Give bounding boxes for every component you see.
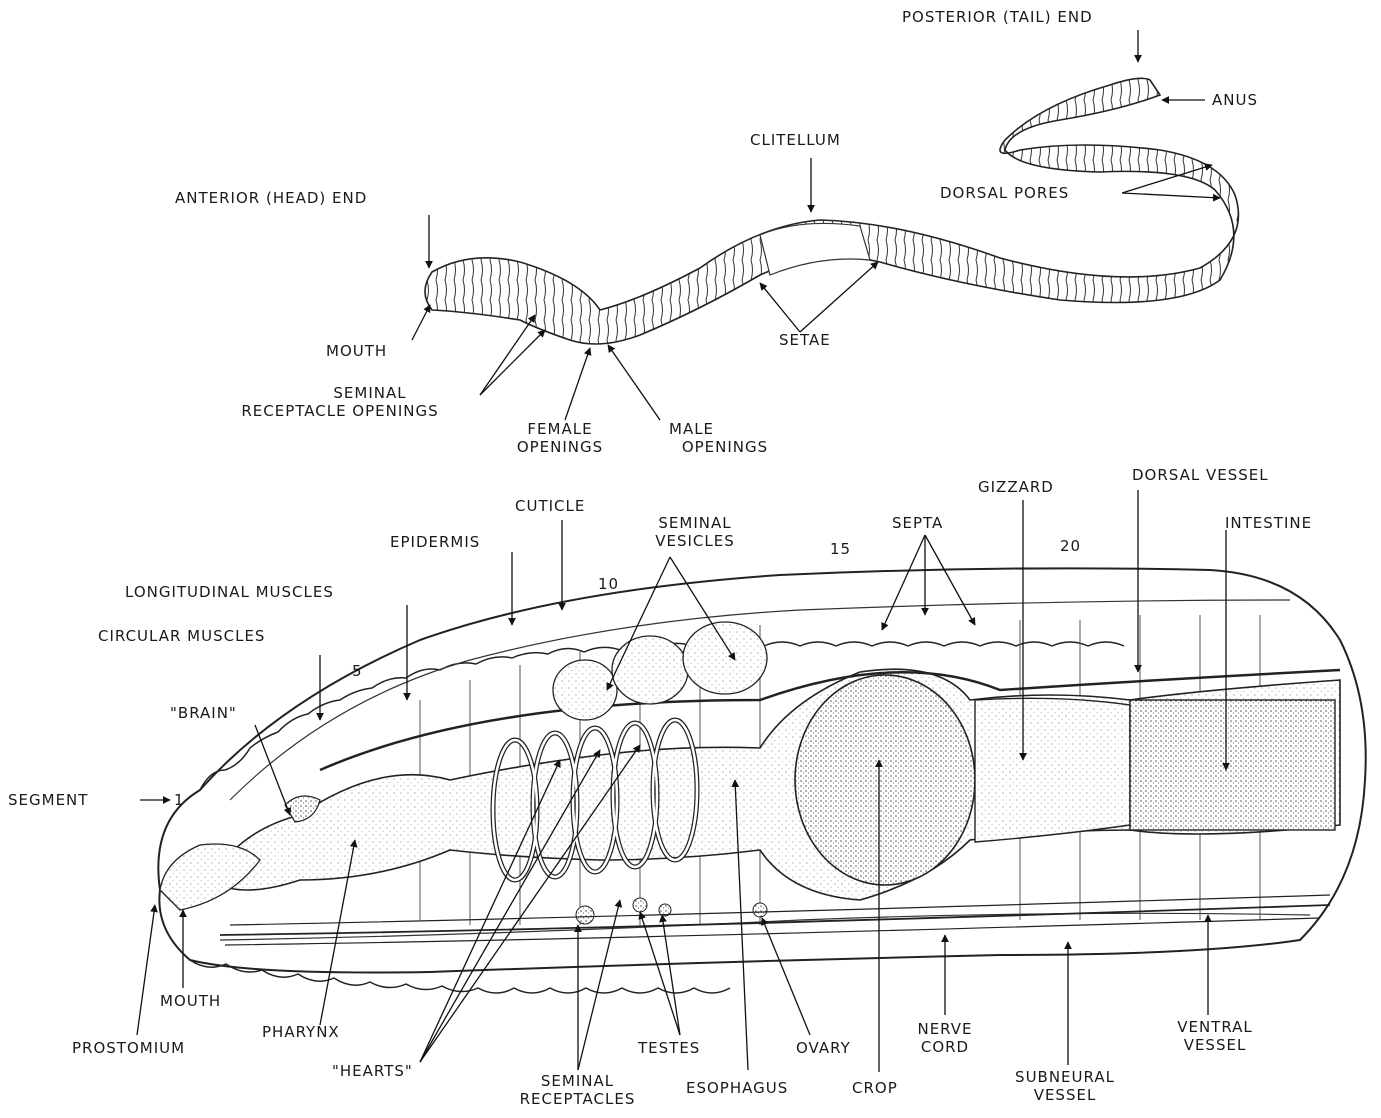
label-clitellum: CLITELLUM xyxy=(750,131,841,149)
gizzard xyxy=(975,698,1130,842)
ovary xyxy=(753,903,767,917)
label-line: MALE xyxy=(655,420,795,438)
seminal-receptacle xyxy=(576,906,594,924)
label-anus: ANUS xyxy=(1212,91,1258,109)
label-subneural-vessel: SUBNEURAL VESSEL xyxy=(990,1068,1140,1104)
label-line: SEMINAL xyxy=(495,1072,660,1090)
label-epidermis: EPIDERMIS xyxy=(390,533,480,551)
label-line: FEMALE xyxy=(505,420,615,438)
label-testes: TESTES xyxy=(638,1039,700,1057)
label-segment-15: 15 xyxy=(830,540,851,558)
label-brain: "BRAIN" xyxy=(170,704,237,722)
label-nerve-cord: NERVE CORD xyxy=(905,1020,985,1056)
label-line: RECEPTACLES xyxy=(495,1090,660,1108)
internal-worm xyxy=(158,568,1365,993)
label-line: VESICLES xyxy=(625,532,765,550)
label-hearts: "HEARTS" xyxy=(332,1062,413,1080)
intestine xyxy=(1130,700,1335,830)
label-segment-1: 1 xyxy=(174,791,185,809)
label-line: VESSEL xyxy=(1140,1036,1290,1054)
label-crop: CROP xyxy=(852,1079,898,1097)
label-line: SUBNEURAL xyxy=(990,1068,1140,1086)
label-anterior-end: ANTERIOR (HEAD) END xyxy=(175,189,367,207)
label-line: NERVE xyxy=(905,1020,985,1038)
label-cuticle: CUTICLE xyxy=(515,497,585,515)
seminal-vesicle xyxy=(683,622,767,694)
label-female-openings: FEMALE OPENINGS xyxy=(505,420,615,456)
label-line: CORD xyxy=(905,1038,985,1056)
label-septa: SEPTA xyxy=(892,514,943,532)
label-male-openings: MALE OPENINGS xyxy=(655,420,795,456)
label-mouth-external: MOUTH xyxy=(326,342,387,360)
testis xyxy=(633,898,647,912)
label-ovary: OVARY xyxy=(796,1039,851,1057)
label-seminal-vesicles: SEMINAL VESICLES xyxy=(625,514,765,550)
label-segment: SEGMENT xyxy=(8,791,88,809)
label-segment-5: 5 xyxy=(352,662,363,680)
label-gizzard: GIZZARD xyxy=(978,478,1054,496)
label-dorsal-vessel: DORSAL VESSEL xyxy=(1132,466,1269,484)
label-posterior-end: POSTERIOR (TAIL) END xyxy=(902,8,1093,26)
label-intestine: INTESTINE xyxy=(1225,514,1312,532)
label-seminal-receptacle-openings: SEMINAL RECEPTACLE OPENINGS xyxy=(200,384,480,420)
label-line: VESSEL xyxy=(990,1086,1140,1104)
label-segment-20: 20 xyxy=(1060,537,1081,555)
label-longitudinal-muscles: LONGITUDINAL MUSCLES xyxy=(125,583,334,601)
label-seminal-receptacles: SEMINAL RECEPTACLES xyxy=(495,1072,660,1108)
label-dorsal-pores: DORSAL PORES xyxy=(940,184,1069,202)
crop xyxy=(795,675,975,885)
label-setae: SETAE xyxy=(779,331,831,349)
label-circular-muscles: CIRCULAR MUSCLES xyxy=(98,627,265,645)
label-segment-10: 10 xyxy=(598,575,619,593)
label-line: OPENINGS xyxy=(655,438,795,456)
label-line: OPENINGS xyxy=(505,438,615,456)
label-line: RECEPTACLE OPENINGS xyxy=(200,402,480,420)
label-line: VENTRAL xyxy=(1140,1018,1290,1036)
label-mouth-internal: MOUTH xyxy=(160,992,221,1010)
label-prostomium: PROSTOMIUM xyxy=(72,1039,185,1057)
label-line: SEMINAL xyxy=(200,384,480,402)
clitellum-band xyxy=(760,223,870,275)
label-esophagus: ESOPHAGUS xyxy=(686,1079,788,1097)
seminal-vesicle xyxy=(612,636,688,704)
label-pharynx: PHARYNX xyxy=(262,1023,340,1041)
label-ventral-vessel: VENTRAL VESSEL xyxy=(1140,1018,1290,1054)
label-line: SEMINAL xyxy=(625,514,765,532)
